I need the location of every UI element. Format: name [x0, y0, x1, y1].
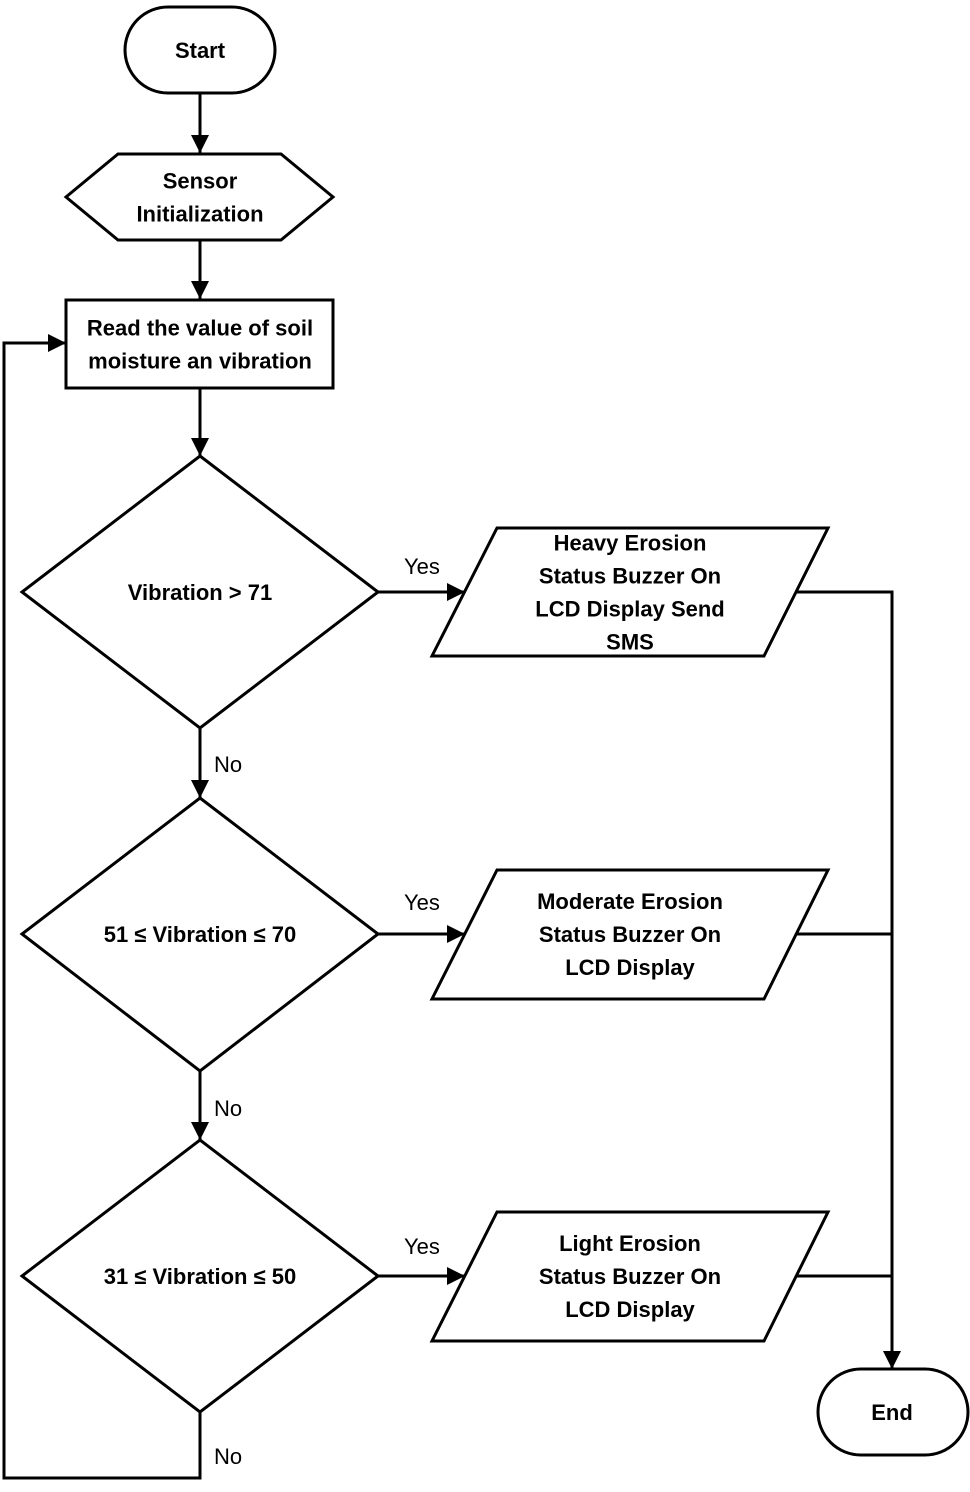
moderate-line-2: Status Buzzer On — [539, 922, 721, 947]
start-line-1: Start — [175, 38, 226, 63]
end-label: End — [871, 1400, 913, 1425]
heavy-line-4: SMS — [606, 630, 654, 655]
decision2-label: 51 ≤ Vibration ≤ 70 — [104, 922, 296, 947]
end-terminal — [816, 1367, 970, 1457]
edge-labels: Yes Yes Yes No No No — [214, 554, 440, 1469]
moderate-line-1: Moderate Erosion — [537, 889, 723, 914]
no-label-3: No — [214, 1444, 242, 1469]
decision1-label: Vibration > 71 — [128, 580, 272, 605]
heavy-line-3: LCD Display Send — [535, 597, 724, 622]
moderate-line-3: LCD Display — [565, 955, 695, 980]
heavy-line-1: Heavy Erosion — [554, 531, 707, 556]
end-line-1: End — [871, 1400, 913, 1425]
decision3-line-1: 31 ≤ Vibration ≤ 50 — [104, 1264, 296, 1289]
read-line-2: moisture an vibration — [88, 349, 312, 374]
heavy-line-2: Status Buzzer On — [539, 564, 721, 589]
init-line-2: Initialization — [136, 202, 263, 227]
init-line-1: Sensor — [163, 169, 238, 194]
light-erosion-output — [429, 1210, 831, 1343]
decision-vibration-gt-71 — [19, 454, 381, 730]
connectors — [2, 93, 901, 1480]
decision2-line-1: 51 ≤ Vibration ≤ 70 — [104, 922, 296, 947]
moderate-erosion-output — [429, 868, 831, 1001]
no-label-1: No — [214, 752, 242, 777]
yes-label-3: Yes — [404, 1234, 440, 1259]
line-heavy-to-end — [796, 590, 901, 1369]
light-line-2: Status Buzzer On — [539, 1264, 721, 1289]
decision3-label: 31 ≤ Vibration ≤ 50 — [104, 1264, 296, 1289]
light-line-3: LCD Display — [565, 1297, 695, 1322]
decision-vibration-31-50 — [19, 1138, 381, 1414]
read-values-process-box — [64, 298, 335, 390]
shapes — [19, 5, 970, 1457]
sensor-initialization-hexagon — [63, 152, 336, 242]
read-line-1: Read the value of soil — [87, 316, 313, 341]
start-terminal — [123, 5, 277, 95]
yes-label-2: Yes — [404, 890, 440, 915]
light-line-1: Light Erosion — [559, 1231, 701, 1256]
decision1-line-1: Vibration > 71 — [128, 580, 272, 605]
yes-label-1: Yes — [404, 554, 440, 579]
read-values-label: Read the value of soil moisture an vibrat… — [87, 316, 313, 374]
no-label-2: No — [214, 1096, 242, 1121]
loop-back-to-read — [2, 334, 202, 1480]
decision-vibration-51-70 — [19, 796, 381, 1073]
heavy-erosion-output — [429, 526, 831, 658]
start-label: Start — [175, 38, 226, 63]
